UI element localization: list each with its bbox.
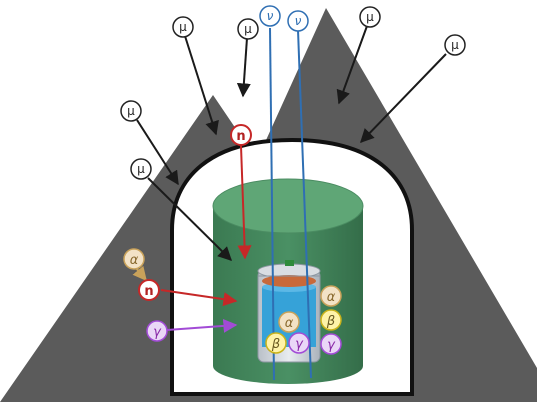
muon-badge-2: μ bbox=[237, 18, 259, 40]
alpha-badge-external: α bbox=[123, 248, 145, 270]
svg-text:μ: μ bbox=[179, 20, 187, 34]
svg-text:μ: μ bbox=[244, 22, 252, 36]
svg-text:n: n bbox=[236, 129, 245, 144]
muon-badge-5: μ bbox=[120, 100, 142, 122]
svg-text:μ: μ bbox=[127, 104, 135, 118]
svg-text:α: α bbox=[327, 290, 336, 305]
neutrino-track-1 bbox=[269, 27, 275, 381]
gamma-arrow bbox=[166, 318, 238, 333]
beta-badge-inner-1: β bbox=[265, 332, 287, 354]
neutron-arrows bbox=[160, 145, 252, 307]
svg-text:γ: γ bbox=[327, 338, 336, 353]
muon-badge-3: μ bbox=[359, 6, 381, 28]
neutrino-track-2 bbox=[297, 29, 312, 379]
svg-text:α: α bbox=[130, 253, 139, 268]
neutron-badge-2: n bbox=[138, 279, 160, 301]
alpha-badge-inner-1: α bbox=[278, 311, 300, 333]
svg-text:ν: ν bbox=[295, 14, 302, 28]
muon-badge-4: μ bbox=[444, 34, 466, 56]
gamma-badge-right: γ bbox=[320, 333, 342, 355]
svg-text:β: β bbox=[326, 314, 335, 329]
svg-text:α: α bbox=[285, 316, 294, 331]
muon-badge-6: μ bbox=[130, 158, 152, 180]
neutrino-badge-2: ν bbox=[287, 10, 309, 32]
svg-text:μ: μ bbox=[451, 38, 459, 52]
svg-text:γ: γ bbox=[153, 325, 162, 340]
svg-text:n: n bbox=[144, 284, 153, 299]
neutron-badge-1: n bbox=[230, 124, 252, 146]
svg-text:β: β bbox=[271, 337, 280, 352]
detector-layer bbox=[262, 275, 316, 287]
svg-text:γ: γ bbox=[295, 337, 304, 352]
gamma-badge-inner-1: γ bbox=[288, 332, 310, 354]
muon-badge-1: μ bbox=[172, 16, 194, 38]
neutrino-badge-1: ν bbox=[259, 5, 281, 27]
svg-text:μ: μ bbox=[137, 162, 145, 176]
muon-arrows bbox=[136, 25, 447, 261]
beta-badge-right: β bbox=[320, 309, 342, 331]
alpha-badge-right: α bbox=[320, 285, 342, 307]
gamma-badge-external: γ bbox=[146, 320, 168, 342]
svg-text:ν: ν bbox=[267, 9, 274, 23]
svg-text:μ: μ bbox=[366, 10, 374, 24]
alpha-arrow bbox=[132, 265, 147, 282]
